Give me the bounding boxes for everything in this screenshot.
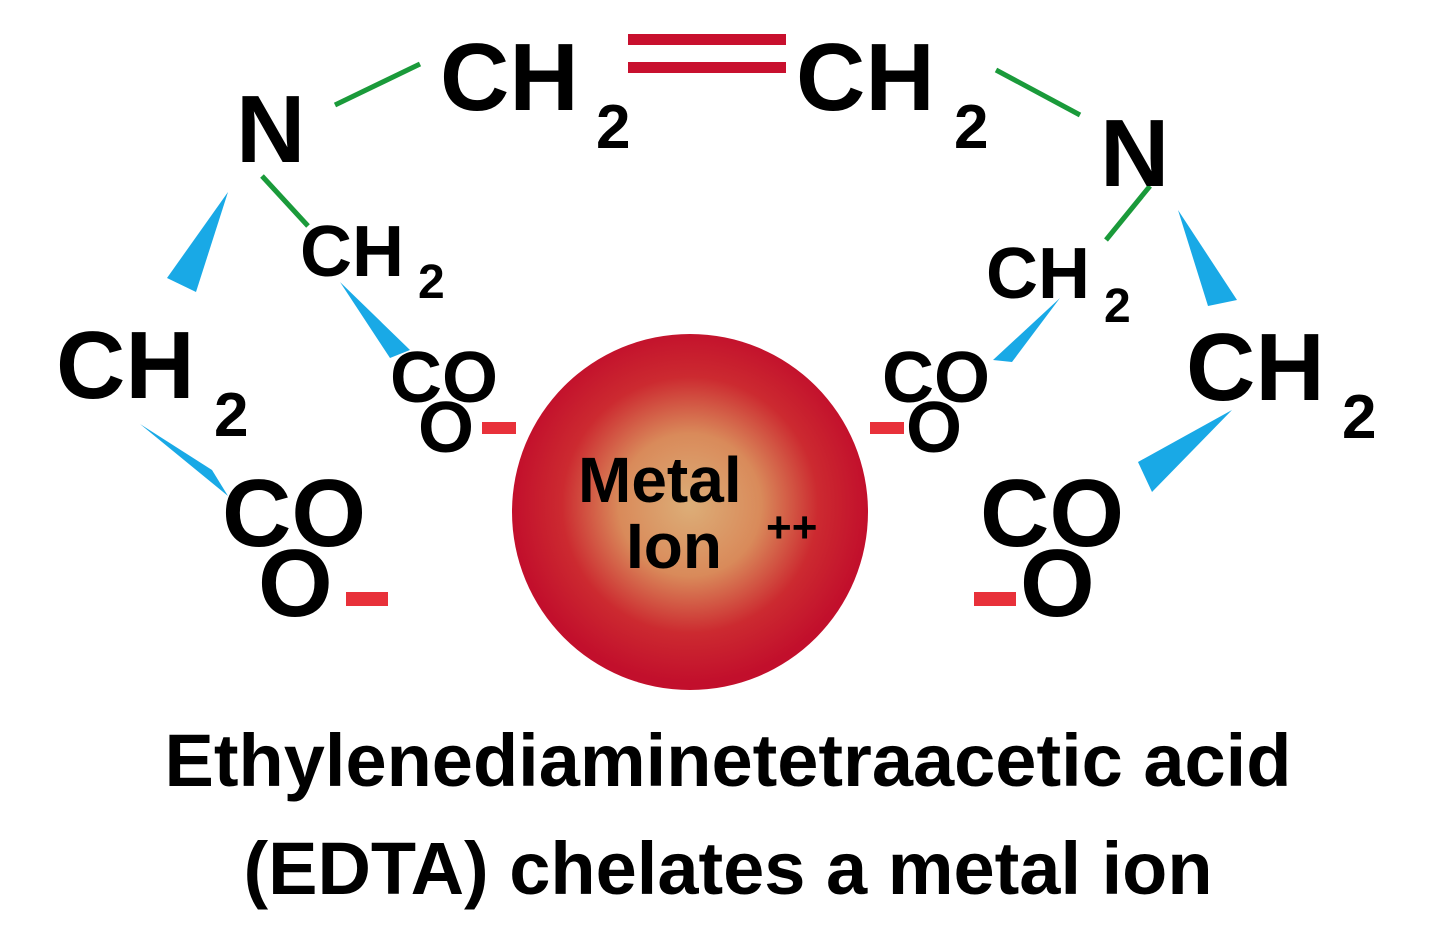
svg-text:2: 2 (596, 93, 630, 162)
wedge-left-inner (340, 282, 410, 358)
svg-text:O: O (906, 388, 962, 468)
ch2-outer-right: CH 2 (1186, 314, 1376, 452)
ch2-inner-left: CH 2 (300, 212, 445, 309)
svg-text:CO: CO (390, 338, 498, 418)
negative-charge-outer-right (974, 592, 1016, 606)
wedge-right-inner (993, 298, 1060, 362)
wedge-left-outer-lower (140, 424, 228, 496)
wedge-right-outer-lower (1138, 410, 1232, 492)
ch2-top-right: CH 2 (796, 24, 988, 162)
svg-text:2: 2 (1104, 280, 1131, 333)
wedge-right-outer-upper (1178, 210, 1237, 306)
negative-charge-outer-left (346, 592, 388, 606)
carboxylate-inner-right: CO O (870, 338, 990, 468)
svg-text:O: O (258, 530, 333, 637)
svg-text:O: O (1020, 530, 1095, 637)
double-bond (628, 34, 786, 73)
svg-text:CO: CO (222, 460, 366, 567)
carboxylate-outer-right: CO O (974, 460, 1124, 637)
nitrogen-left: N (236, 76, 305, 183)
single-bonds (260, 61, 1152, 242)
metal-ion-label-line2: Ion (626, 510, 722, 582)
bond-n-right-ch2 (1104, 184, 1152, 242)
svg-text:2: 2 (214, 381, 248, 450)
svg-text:2: 2 (954, 93, 988, 162)
svg-text:CH: CH (300, 212, 404, 292)
svg-text:2: 2 (1342, 383, 1376, 452)
svg-text:CH: CH (796, 24, 935, 131)
carboxylate-inner-left: CO O (390, 338, 516, 468)
bond-ch2-top-n-right (994, 67, 1082, 118)
carboxylate-outer-left: CO O (222, 460, 388, 637)
wedge-left-outer-upper (167, 192, 228, 292)
svg-text:CH: CH (56, 312, 195, 419)
negative-charge-inner-right (870, 422, 904, 434)
bond-n-left-ch2-top (333, 61, 422, 108)
metal-ion-sphere (512, 334, 868, 690)
svg-text:CH: CH (1186, 314, 1325, 421)
caption-line2: (EDTA) chelates a metal ion (243, 827, 1212, 910)
svg-text:CO: CO (882, 338, 990, 418)
ch2-top-left: CH 2 (440, 24, 630, 162)
negative-charge-inner-left (482, 422, 516, 434)
caption-line1: Ethylenediaminetetraacetic acid (165, 719, 1292, 802)
ch2-outer-left: CH 2 (56, 312, 248, 450)
ch2-inner-right: CH 2 (986, 234, 1131, 333)
metal-ion-charge: ++ (766, 503, 817, 552)
bond-n-left-ch2 (260, 174, 310, 228)
svg-text:O: O (418, 388, 474, 468)
nitrogen-right: N (1100, 100, 1169, 207)
svg-text:2: 2 (418, 256, 445, 309)
svg-text:CO: CO (980, 460, 1124, 567)
coordinate-wedges (140, 192, 1237, 496)
metal-ion-label-line1: Metal (578, 444, 742, 516)
metal-ion: Metal Ion ++ (512, 334, 868, 690)
svg-text:CH: CH (986, 234, 1090, 314)
svg-text:CH: CH (440, 24, 579, 131)
